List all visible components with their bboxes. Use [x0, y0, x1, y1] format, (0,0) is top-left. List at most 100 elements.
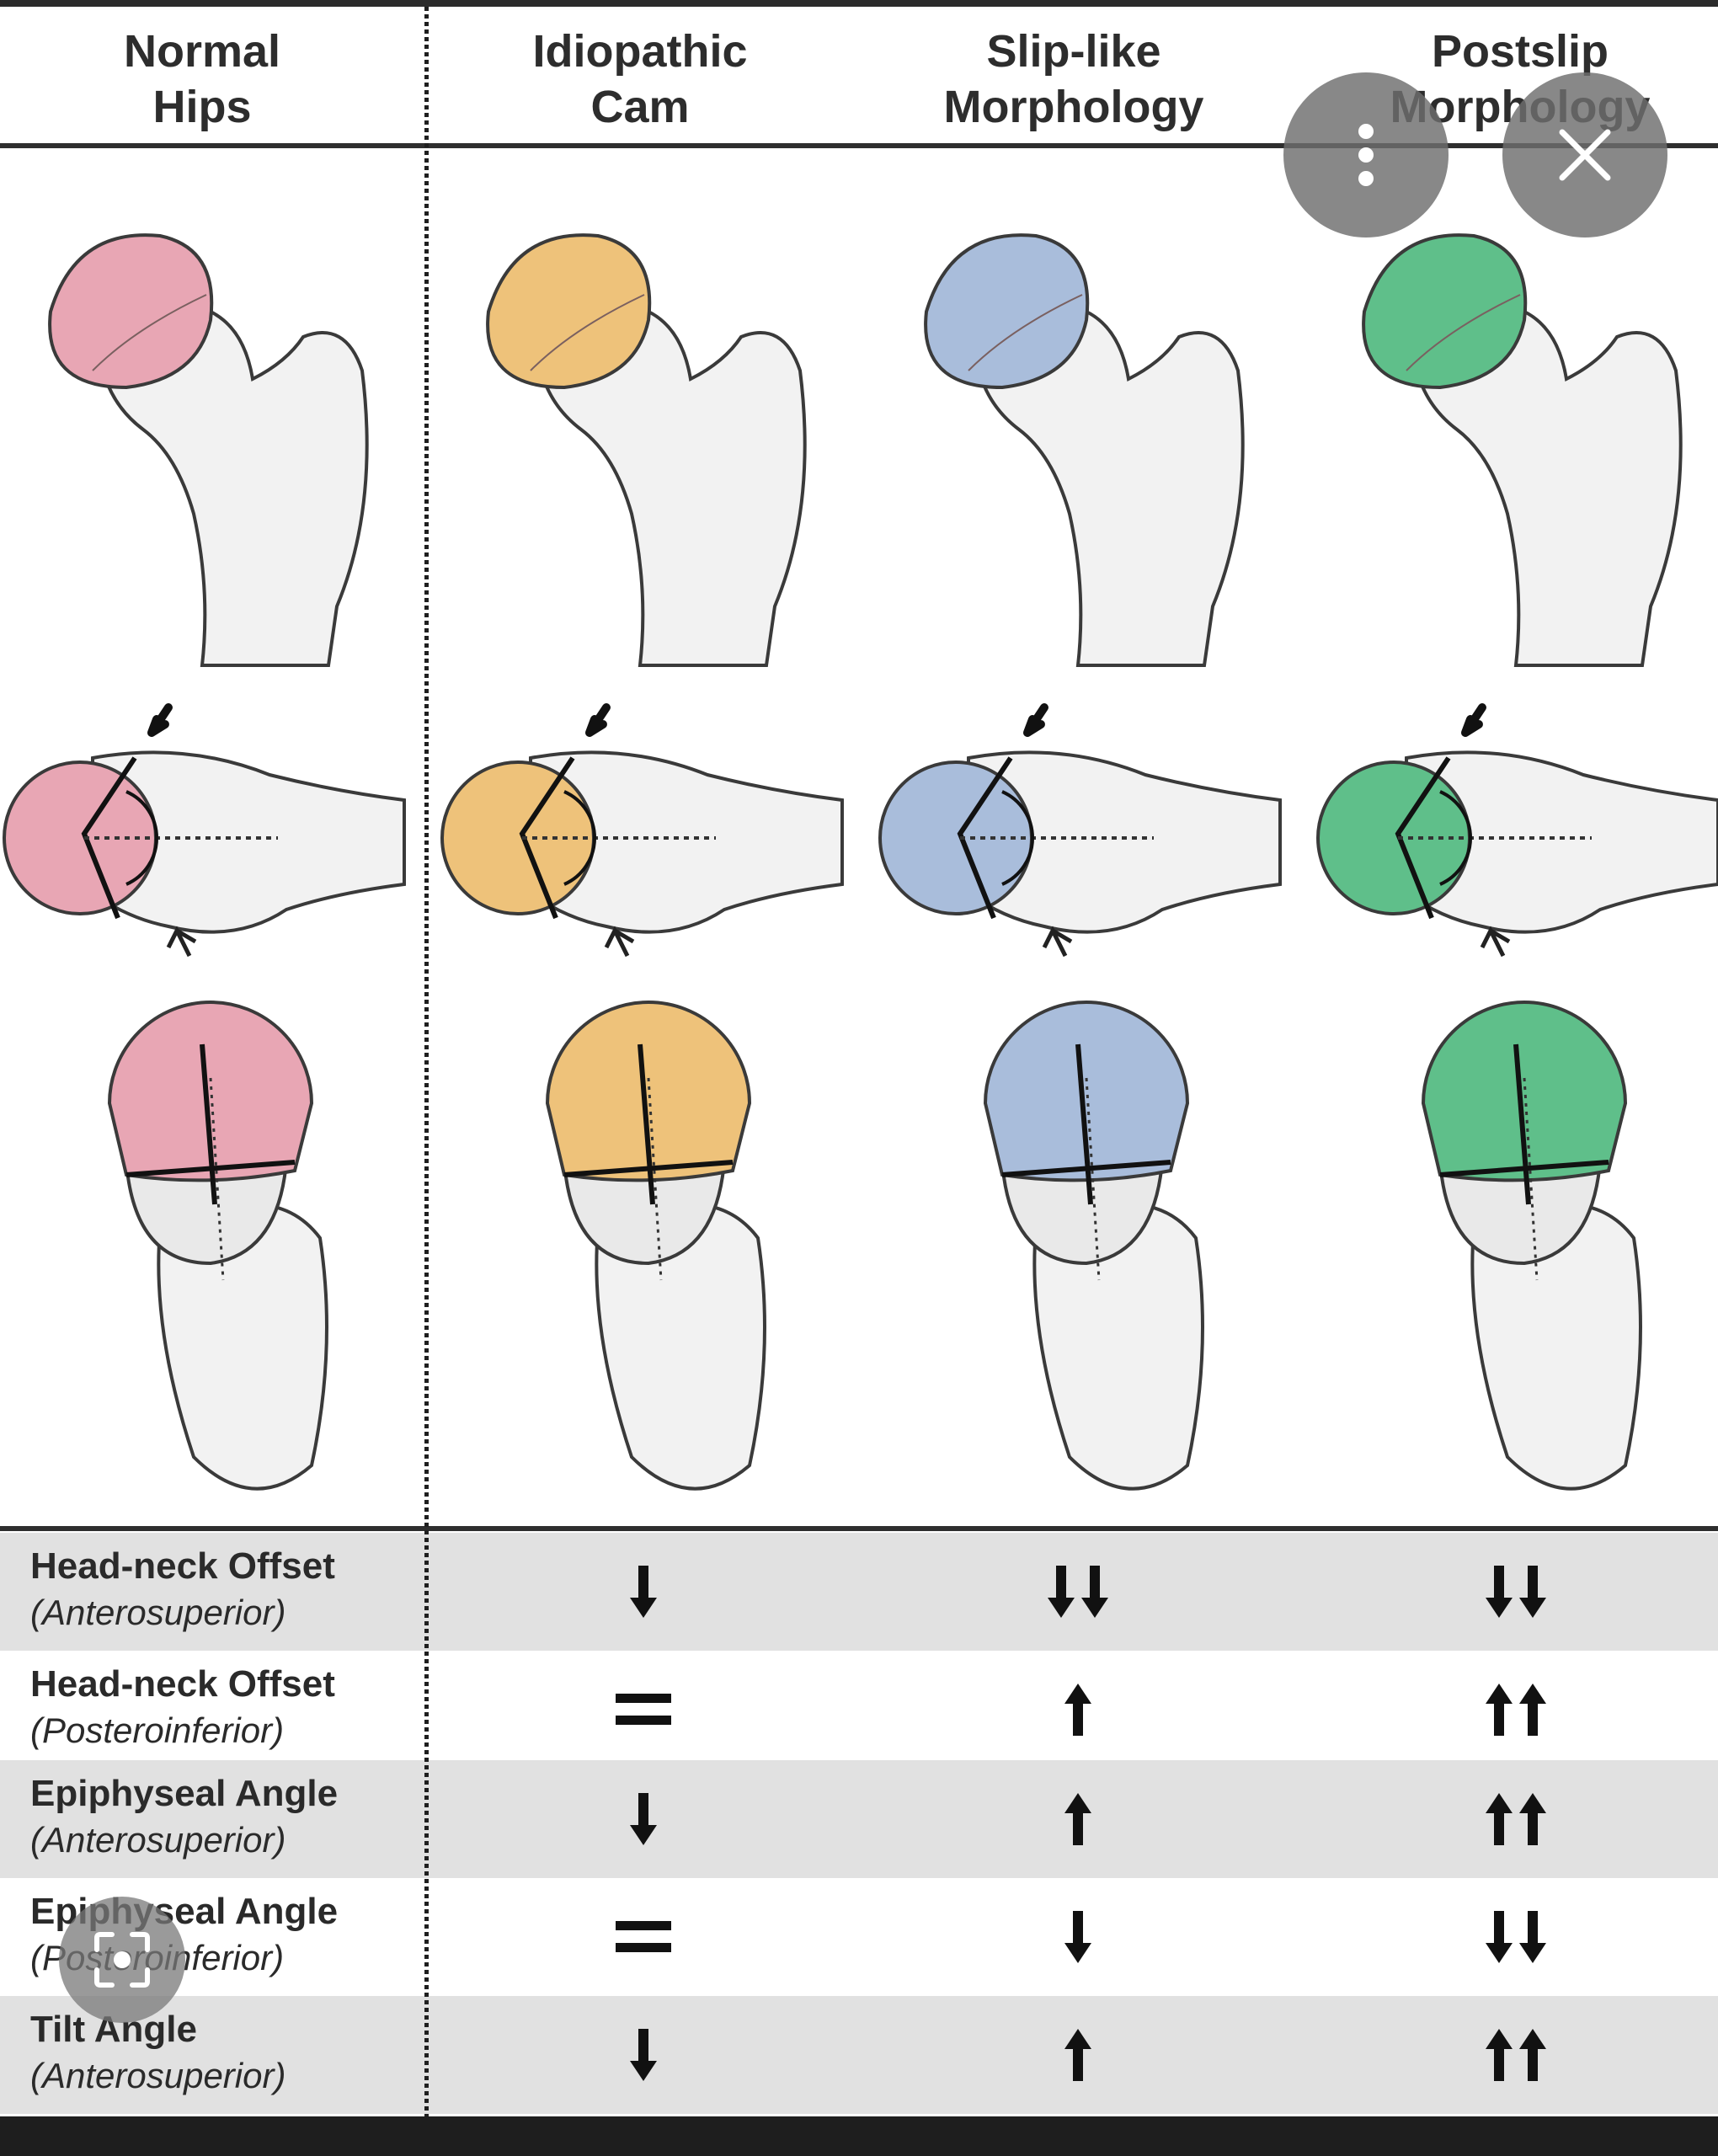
- angle-arc: [563, 790, 597, 886]
- femur-illustrations: [3, 233, 1718, 1491]
- physis-line: [968, 294, 1083, 371]
- physis-line: [92, 294, 207, 371]
- femoral-neck-lateral: [91, 750, 406, 934]
- angle-arc: [1439, 790, 1473, 886]
- value-symbol: [559, 1785, 728, 1853]
- column-header-line1: Normal: [123, 26, 281, 77]
- column-header-line1: Idiopathic: [532, 26, 748, 77]
- shaft-axis: [647, 1077, 663, 1281]
- value-symbol: [994, 2021, 1162, 2089]
- angle-arc: [1001, 790, 1035, 886]
- row-subtitle: (Anterosuperior): [30, 2056, 286, 2095]
- down-arrow-icon: [1486, 1566, 1546, 1618]
- more-options-button[interactable]: [1283, 72, 1449, 237]
- value-symbol: [1432, 2021, 1600, 2089]
- physis-line: [1406, 294, 1521, 371]
- femoral-neck-ap: [562, 1161, 727, 1266]
- proximal-femur: [536, 307, 807, 667]
- column-header-line1: Postslip: [1431, 26, 1609, 77]
- up-arrow-icon: [1486, 1684, 1546, 1736]
- shaft-axis: [209, 1077, 225, 1281]
- proximal-femur: [974, 307, 1245, 667]
- column-header-line2: Morphology: [943, 82, 1204, 132]
- equal-icon: [616, 1694, 671, 1725]
- top-edge: [0, 0, 1718, 7]
- equal-icon: [616, 1921, 671, 1952]
- perpendicular-line: [1513, 1043, 1531, 1205]
- header-divider: [0, 143, 1718, 148]
- value-symbol: [994, 1676, 1162, 1743]
- femoral-neck-ap: [1000, 1161, 1165, 1266]
- outline-arrow-icon: [1480, 926, 1511, 958]
- column-header-line2: Cam: [590, 82, 690, 132]
- down-arrow-icon: [630, 1793, 657, 1845]
- up-arrow-icon: [1486, 1793, 1546, 1845]
- row-title: Head-neck Offset: [30, 1545, 335, 1587]
- outline-arrow-icon: [1042, 926, 1073, 958]
- femoral-head-ap: [107, 1001, 314, 1182]
- alpha-angle-lines: [1395, 756, 1451, 920]
- row-title: Head-neck Offset: [30, 1663, 335, 1705]
- table-row: Head-neck Offset (Posteroinferior): [0, 1651, 1718, 1769]
- femoral-neck-ap: [124, 1161, 289, 1266]
- femoral-neck-ap: [1438, 1161, 1603, 1266]
- table-row: Tilt Angle (Anterosuperior): [0, 1996, 1718, 2114]
- down-arrow-icon: [1048, 1566, 1108, 1618]
- up-arrow-icon: [1486, 2029, 1546, 2081]
- value-symbol: [994, 1558, 1162, 1625]
- column-header-line2: Hips: [152, 82, 252, 132]
- femoral-head-ap: [1421, 1001, 1628, 1182]
- view-arrow-icon: [1023, 703, 1048, 737]
- row-label: Tilt Angle (Anterosuperior): [30, 2006, 418, 2099]
- table-row: Epiphyseal Angle (Posteroinferior): [0, 1878, 1718, 1996]
- row-label: Head-neck Offset (Anterosuperior): [30, 1543, 418, 1636]
- femur-column: [1316, 233, 1718, 1491]
- femoral-head-lateral: [1316, 760, 1471, 915]
- column-header-slip-like: Slip-like Morphology: [905, 24, 1242, 135]
- row-subtitle: (Anterosuperior): [30, 1820, 286, 1860]
- femoral-head: [1362, 233, 1528, 390]
- lens-search-button[interactable]: [59, 1897, 185, 2023]
- femoral-head-ap: [983, 1001, 1190, 1182]
- femur-column: [3, 233, 406, 1491]
- value-symbol: [559, 1558, 728, 1625]
- row-subtitle: (Posteroinferior): [30, 1710, 285, 1750]
- view-arrow-icon: [1461, 703, 1486, 737]
- column-header-row: Normal Hips Idiopathic Cam Slip-like Mor…: [0, 7, 1718, 143]
- femoral-head-ap: [545, 1001, 752, 1182]
- row-label: Head-neck Offset (Posteroinferior): [30, 1661, 418, 1753]
- down-arrow-icon: [1064, 1911, 1091, 1963]
- physis-line: [530, 294, 645, 371]
- value-symbol: [559, 1903, 728, 1971]
- value-symbol: [994, 1903, 1162, 1971]
- perpendicular-line: [638, 1043, 655, 1205]
- value-symbol: [1432, 1676, 1600, 1743]
- down-arrow-icon: [1486, 1911, 1546, 1963]
- up-arrow-icon: [1064, 1684, 1091, 1736]
- close-button[interactable]: [1502, 72, 1667, 237]
- column-header-normal-hips: Normal Hips: [34, 24, 371, 135]
- femoral-head-lateral: [3, 760, 157, 915]
- femoral-head-lateral: [440, 760, 595, 915]
- view-arrow-icon: [585, 703, 611, 737]
- shaft-axis: [1085, 1077, 1101, 1281]
- value-symbol: [1432, 1903, 1600, 1971]
- proximal-femur: [1412, 307, 1683, 667]
- down-arrow-icon: [630, 1566, 657, 1618]
- femoral-head: [48, 233, 214, 390]
- row-subtitle: (Anterosuperior): [30, 1593, 286, 1632]
- femoral-head: [486, 233, 652, 390]
- femoral-neck-lateral: [529, 750, 844, 934]
- femoral-neck-lateral: [967, 750, 1282, 934]
- perpendicular-line: [200, 1043, 217, 1205]
- row-title: Epiphyseal Angle: [30, 1773, 339, 1814]
- view-arrow-icon: [147, 703, 173, 737]
- alpha-angle-lines: [519, 756, 575, 920]
- close-icon: [1559, 129, 1611, 181]
- more-vertical-icon: [1358, 124, 1374, 186]
- value-symbol: [994, 1785, 1162, 1853]
- row-label: Epiphyseal Angle (Anterosuperior): [30, 1770, 418, 1863]
- proximal-femur: [99, 307, 369, 667]
- femoral-head-lateral: [878, 760, 1033, 915]
- outline-arrow-icon: [166, 926, 197, 958]
